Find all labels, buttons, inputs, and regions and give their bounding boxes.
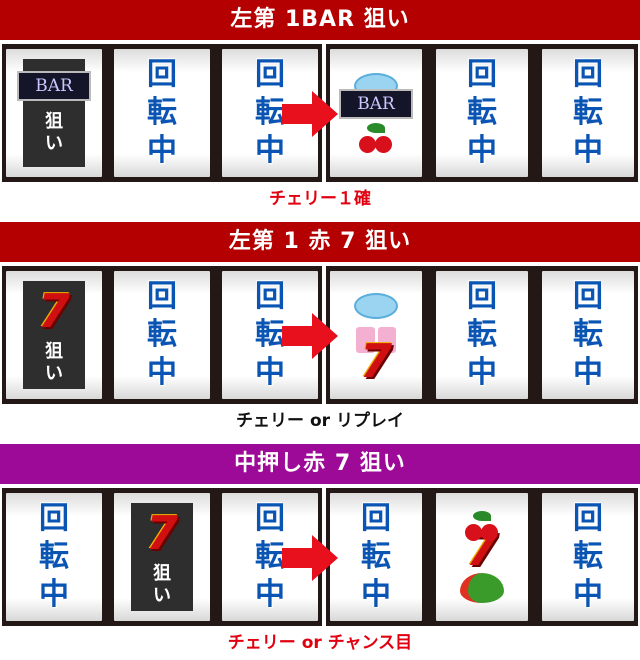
- spinning-text: 転: [361, 539, 391, 574]
- spinning-text: 転: [255, 539, 285, 574]
- section-title: 左第 1 赤 7 狙い: [0, 222, 640, 262]
- spinning-text: 転: [573, 95, 603, 130]
- spinning-text: 転: [147, 95, 177, 130]
- arrow-right-icon: [282, 91, 338, 137]
- spinning-text: 中: [255, 355, 285, 390]
- reel-1: BAR 狙い: [6, 49, 102, 177]
- target-label-char: い: [45, 363, 63, 384]
- spinning-text: 転: [255, 317, 285, 352]
- result-caption: チェリー or リプレイ: [236, 411, 404, 431]
- spinning-text: 回: [361, 501, 391, 536]
- spinning-text: 回: [147, 57, 177, 92]
- spinning-text: 回: [147, 279, 177, 314]
- reel-5: 7: [436, 493, 528, 621]
- section-title: 中押し赤 7 狙い: [0, 444, 640, 484]
- spinning-text: 回: [573, 279, 603, 314]
- reel-5: 回転中: [436, 49, 528, 177]
- spinning-text: 中: [255, 577, 285, 612]
- spinning-text: 中: [573, 355, 603, 390]
- target-label-char: 狙: [45, 111, 63, 132]
- spinning-text: 回: [39, 501, 69, 536]
- spinning-text: 転: [39, 539, 69, 574]
- spinning-text: 回: [467, 57, 497, 92]
- spinning-text: 回: [573, 501, 603, 536]
- spinning-text: 中: [573, 133, 603, 168]
- spinning-text: 中: [39, 577, 69, 612]
- arrow-right-icon: [282, 535, 338, 581]
- target-label-char: い: [153, 585, 171, 606]
- red-seven-symbol: 7: [359, 334, 392, 388]
- target-label-char: 狙: [153, 563, 171, 584]
- spinning-text: 回: [467, 279, 497, 314]
- spinning-text: 中: [573, 577, 603, 612]
- spinning-text: 転: [467, 95, 497, 130]
- spinning-text: 回: [255, 501, 285, 536]
- reel-1: 回転中: [6, 493, 102, 621]
- spinning-text: 転: [573, 317, 603, 352]
- spinning-text: 中: [467, 355, 497, 390]
- bar-symbol: BAR: [339, 89, 413, 119]
- target-label: 狙い: [45, 341, 63, 385]
- result-caption: チェリー or チャンス目: [227, 633, 413, 653]
- spinning-text: 転: [467, 317, 497, 352]
- reel-6: 回転中: [542, 271, 634, 399]
- spinning-text: 回: [255, 57, 285, 92]
- cherry-symbol: [359, 123, 393, 153]
- cherry-symbol: [465, 511, 499, 541]
- reel-3: 回転中: [222, 493, 318, 621]
- reel-5: 回転中: [436, 271, 528, 399]
- spinning-text: 中: [147, 133, 177, 168]
- spinning-text: 回: [255, 279, 285, 314]
- arrow-right-icon: [282, 313, 338, 359]
- section-title: 左第 1BAR 狙い: [0, 0, 640, 40]
- result-caption: チェリー１確: [269, 189, 371, 209]
- watermelon-symbol: [460, 573, 504, 603]
- reel-6: 回転中: [542, 49, 634, 177]
- target-label: 狙い: [45, 111, 63, 155]
- target-box: BAR 狙い: [17, 59, 91, 167]
- red-seven-symbol: 7: [145, 506, 178, 560]
- target-label-char: 狙: [45, 341, 63, 362]
- bell-symbol: [356, 327, 396, 353]
- spinning-text: 中: [255, 133, 285, 168]
- spinning-text: 中: [361, 577, 391, 612]
- spinning-text: 転: [147, 317, 177, 352]
- reel-2: 回転中: [114, 271, 210, 399]
- target-label-char: い: [45, 133, 63, 154]
- spinning-text: 転: [255, 95, 285, 130]
- reel-4: 7: [330, 271, 422, 399]
- spinning-text: 中: [467, 133, 497, 168]
- reel-4: BAR: [330, 49, 422, 177]
- red-seven-symbol: 7: [37, 284, 70, 338]
- bar-symbol: BAR: [17, 71, 91, 101]
- target-label: 狙い: [153, 563, 171, 607]
- spinning-text: 中: [147, 355, 177, 390]
- reel-2: 回転中: [114, 49, 210, 177]
- replay-symbol: [354, 293, 398, 319]
- spinning-text: 転: [573, 539, 603, 574]
- reel-6: 回転中: [542, 493, 634, 621]
- spinning-text: 回: [573, 57, 603, 92]
- reel-4: 回転中: [330, 493, 422, 621]
